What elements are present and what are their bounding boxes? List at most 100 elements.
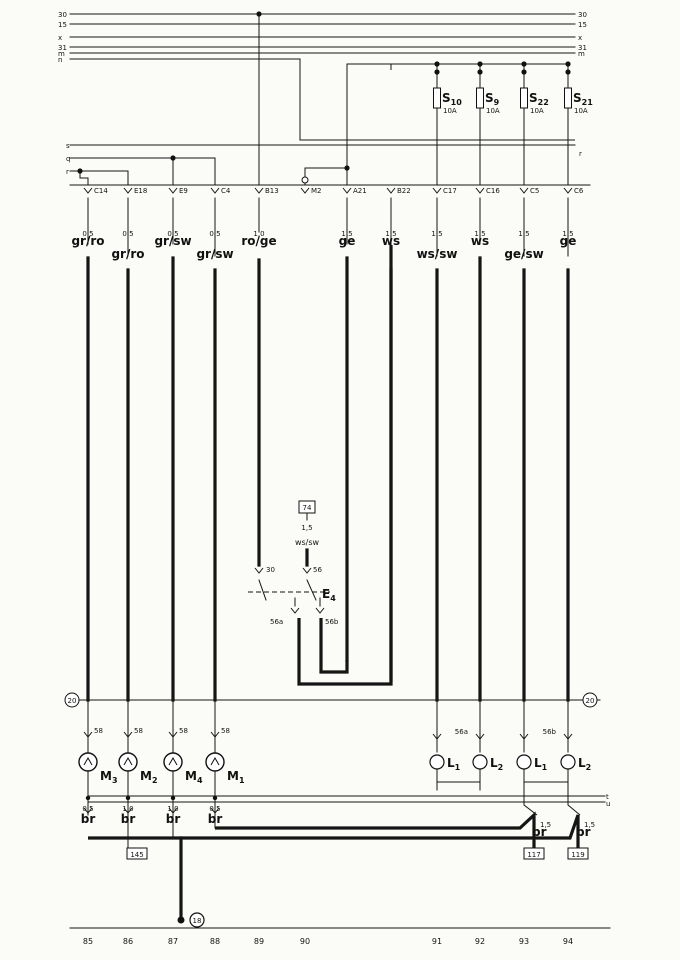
connector-e9 xyxy=(168,187,178,194)
fuse-symbol xyxy=(520,87,528,109)
fuse-label: S9 xyxy=(485,91,500,107)
lamp-name: L2 xyxy=(578,756,591,772)
switch-terminal-30 xyxy=(254,567,264,574)
connector-c5 xyxy=(519,187,529,194)
open-terminal xyxy=(301,176,309,184)
connector-label: A21 xyxy=(353,187,367,195)
instrument-terminal-label: 58 xyxy=(134,727,143,735)
switch-terminal: 30 xyxy=(266,566,275,574)
connector-c6 xyxy=(563,187,573,194)
bus-label-left: n xyxy=(58,56,62,64)
feed-c4 xyxy=(173,157,216,185)
wire-color: gr/ro xyxy=(71,234,104,248)
wire-color: ws/sw xyxy=(417,247,458,261)
fuse-label: S22 xyxy=(529,91,549,107)
instrument-name: M4 xyxy=(185,769,203,785)
junction-dot xyxy=(434,69,440,75)
junction-dot xyxy=(212,795,218,801)
side-line-label-right: r xyxy=(579,150,582,158)
instrument-wire-color: br xyxy=(166,812,181,826)
ground-ref-box xyxy=(523,847,545,860)
grid-number: 88 xyxy=(210,937,220,946)
feed-m2 xyxy=(304,167,347,185)
lamp-ground-color: br xyxy=(576,825,591,839)
bus-label-left: m xyxy=(58,50,65,58)
junction-dot xyxy=(565,69,571,75)
connector-b22 xyxy=(386,187,396,194)
instrument-wire-color: br xyxy=(208,812,223,826)
ground-ref-box xyxy=(126,847,148,860)
instrument-terminal-label: 58 xyxy=(179,727,188,735)
ground-connector xyxy=(83,807,93,814)
instrument-wire-color: br xyxy=(121,812,136,826)
bus-label-left: 30 xyxy=(58,11,67,19)
connector-label: B22 xyxy=(397,187,411,195)
wire-color: gr/ro xyxy=(111,247,144,261)
fuse-rating: 10A xyxy=(486,107,500,115)
grid-number: 92 xyxy=(475,937,485,946)
wire-56b-to-a21 xyxy=(319,618,349,674)
connector-a21 xyxy=(342,187,352,194)
connector-c16 xyxy=(475,187,485,194)
wire-path xyxy=(567,769,581,816)
bus-label-left: x xyxy=(58,34,62,42)
lower-line-label: t xyxy=(606,793,609,801)
fuse-rating: 10A xyxy=(443,107,457,115)
wire-size: 1,5 xyxy=(431,230,442,238)
connector-label: E18 xyxy=(134,187,147,195)
lamp-symbol xyxy=(560,754,576,770)
bus-label-right: 15 xyxy=(578,21,587,29)
connector-label: C14 xyxy=(94,187,108,195)
grid-number: 85 xyxy=(83,937,93,946)
switch-ref: 74 xyxy=(303,504,312,512)
grid-number: 90 xyxy=(300,937,310,946)
ground-ref-box xyxy=(567,847,589,860)
side-line-label: q xyxy=(66,155,70,163)
wire-color: gr/sw xyxy=(154,234,191,248)
grid-number: 89 xyxy=(254,937,264,946)
fuse-symbol xyxy=(564,87,572,109)
connector-label: B13 xyxy=(265,187,279,195)
junction-dot xyxy=(170,795,176,801)
switch-terminal-56a xyxy=(290,607,300,614)
lower-line-label: u xyxy=(606,800,610,808)
switch-ref-box xyxy=(298,500,316,514)
component-symbols xyxy=(64,11,598,928)
lamp-name: L1 xyxy=(447,756,461,772)
lamp-terminal xyxy=(563,733,573,740)
switch-terminal-56 xyxy=(302,567,312,574)
fuse-label: S10 xyxy=(442,91,462,107)
ground-ref: 119 xyxy=(571,851,584,859)
lamp-terminal xyxy=(519,733,529,740)
wire-size: 1,5 xyxy=(385,230,396,238)
instrument-name: M3 xyxy=(100,769,118,785)
gauge-needle xyxy=(83,756,93,766)
connector-label: C16 xyxy=(486,187,500,195)
wiring-lines xyxy=(69,13,611,929)
gauge-symbol xyxy=(163,752,183,772)
lamp-ground-color: br xyxy=(532,825,547,839)
instrument-name: M1 xyxy=(227,769,245,785)
instrument-wire-size: 0,5 xyxy=(209,805,220,813)
connector-label: E9 xyxy=(179,187,188,195)
instrument-terminal xyxy=(123,731,133,738)
instrument-name: M2 xyxy=(140,769,158,785)
wire-color: ge xyxy=(339,234,356,248)
switch-terminal: 56b xyxy=(325,618,339,626)
ground-wire-lamps xyxy=(88,814,580,848)
lamp-ground-size: 1,5 xyxy=(584,821,595,829)
connector-m2 xyxy=(300,187,310,194)
side-line-label: r xyxy=(66,168,69,176)
fuse-label: S21 xyxy=(573,91,593,107)
connector-c14 xyxy=(83,187,93,194)
instrument-terminal xyxy=(168,731,178,738)
connector-label: C5 xyxy=(530,187,539,195)
junction-dot xyxy=(85,795,91,801)
wire-size: 0,5 xyxy=(209,230,220,238)
wire-size: 0,5 xyxy=(82,230,93,238)
ring-label: 20 xyxy=(586,697,595,705)
gauge-symbol xyxy=(205,752,225,772)
connector-c4 xyxy=(210,187,220,194)
wire-size: 1,5 xyxy=(474,230,485,238)
